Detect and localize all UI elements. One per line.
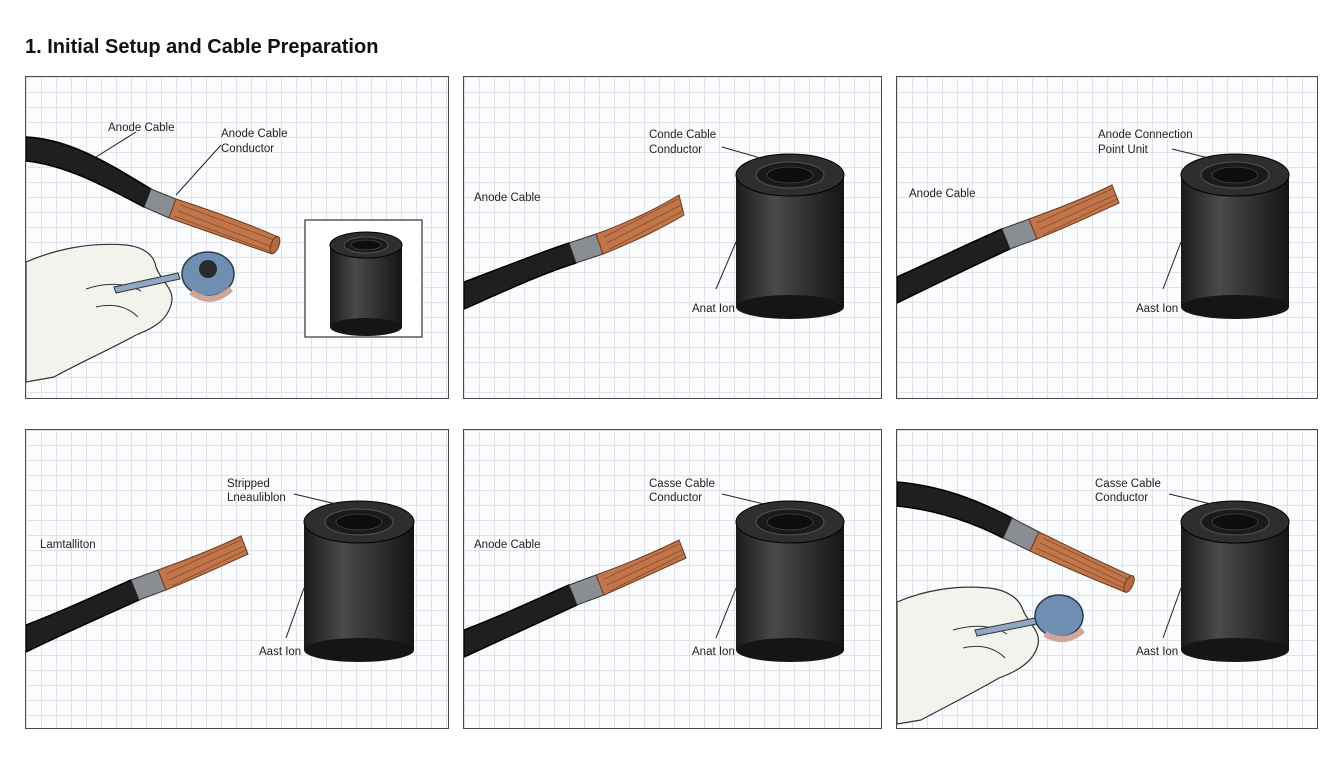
conductor-label-line1: Anode Cable [221, 128, 288, 140]
wire-brush-icon [113, 251, 235, 302]
anode-cable-icon [464, 539, 687, 658]
conductor-label-line1: Casse Cable [649, 478, 715, 490]
cable-label: Anode Cable [909, 188, 976, 200]
anode-cable-icon [26, 136, 281, 255]
conductor-label-line2: Conductor [649, 492, 702, 504]
panel-6: Casse Cable Conductor Aast Ion [896, 429, 1318, 729]
panel-3: Anode Connection Point Unit Anode Cable … [896, 76, 1318, 399]
conductor-label-line1: Stripped [227, 478, 270, 490]
gloved-hand-icon [897, 586, 1039, 725]
gloved-hand-icon [26, 243, 173, 383]
conductor-label-line2: Conductor [221, 143, 274, 155]
cable-label: Anode Cable [108, 122, 175, 134]
connector-cylinder-icon [304, 219, 423, 338]
part-label: Aast Ion [1136, 303, 1178, 315]
connector-cylinder-icon [1180, 500, 1290, 662]
conductor-label-line1: Conde Cable [649, 129, 716, 141]
cable-label: Lamtalliton [40, 539, 96, 551]
cable-label: Anode Cable [474, 539, 541, 551]
connector-cylinder-icon [1180, 153, 1290, 319]
anode-cable-icon [897, 481, 1135, 593]
connector-cylinder-icon [735, 153, 845, 319]
connector-cylinder-icon [735, 500, 845, 662]
conductor-label-line2: Lneauliblon [227, 492, 286, 504]
conductor-label-line2: Conductor [649, 144, 702, 156]
connector-cylinder-icon [303, 500, 415, 662]
part-label: Aast Ion [1136, 646, 1178, 658]
anode-cable-icon [464, 194, 685, 310]
cable-label: Anode Cable [474, 192, 541, 204]
panel-1: Anode Cable Anode Cable Conductor [25, 76, 449, 399]
part-label: Anat Ion [692, 303, 735, 315]
conductor-label-line2: Conductor [1095, 492, 1148, 504]
part-label: Aast Ion [259, 646, 301, 658]
panel-4: Stripped Lneauliblon Lamtalliton Aast Io… [25, 429, 449, 729]
page-title: 1. Initial Setup and Cable Preparation [25, 36, 379, 58]
anode-cable-icon [897, 184, 1120, 304]
wire-brush-icon [974, 594, 1085, 643]
conductor-label-line2: Point Unit [1098, 144, 1149, 156]
conductor-label-line1: Anode Connection [1098, 129, 1193, 141]
part-label: Anat Ion [692, 646, 735, 658]
panel-2: Conde Cable Conductor Anode Cable Anat I… [463, 76, 882, 399]
panel-5: Casse Cable Conductor Anode Cable Anat I… [463, 429, 882, 729]
anode-cable-icon [26, 535, 249, 653]
conductor-label-line1: Casse Cable [1095, 478, 1161, 490]
